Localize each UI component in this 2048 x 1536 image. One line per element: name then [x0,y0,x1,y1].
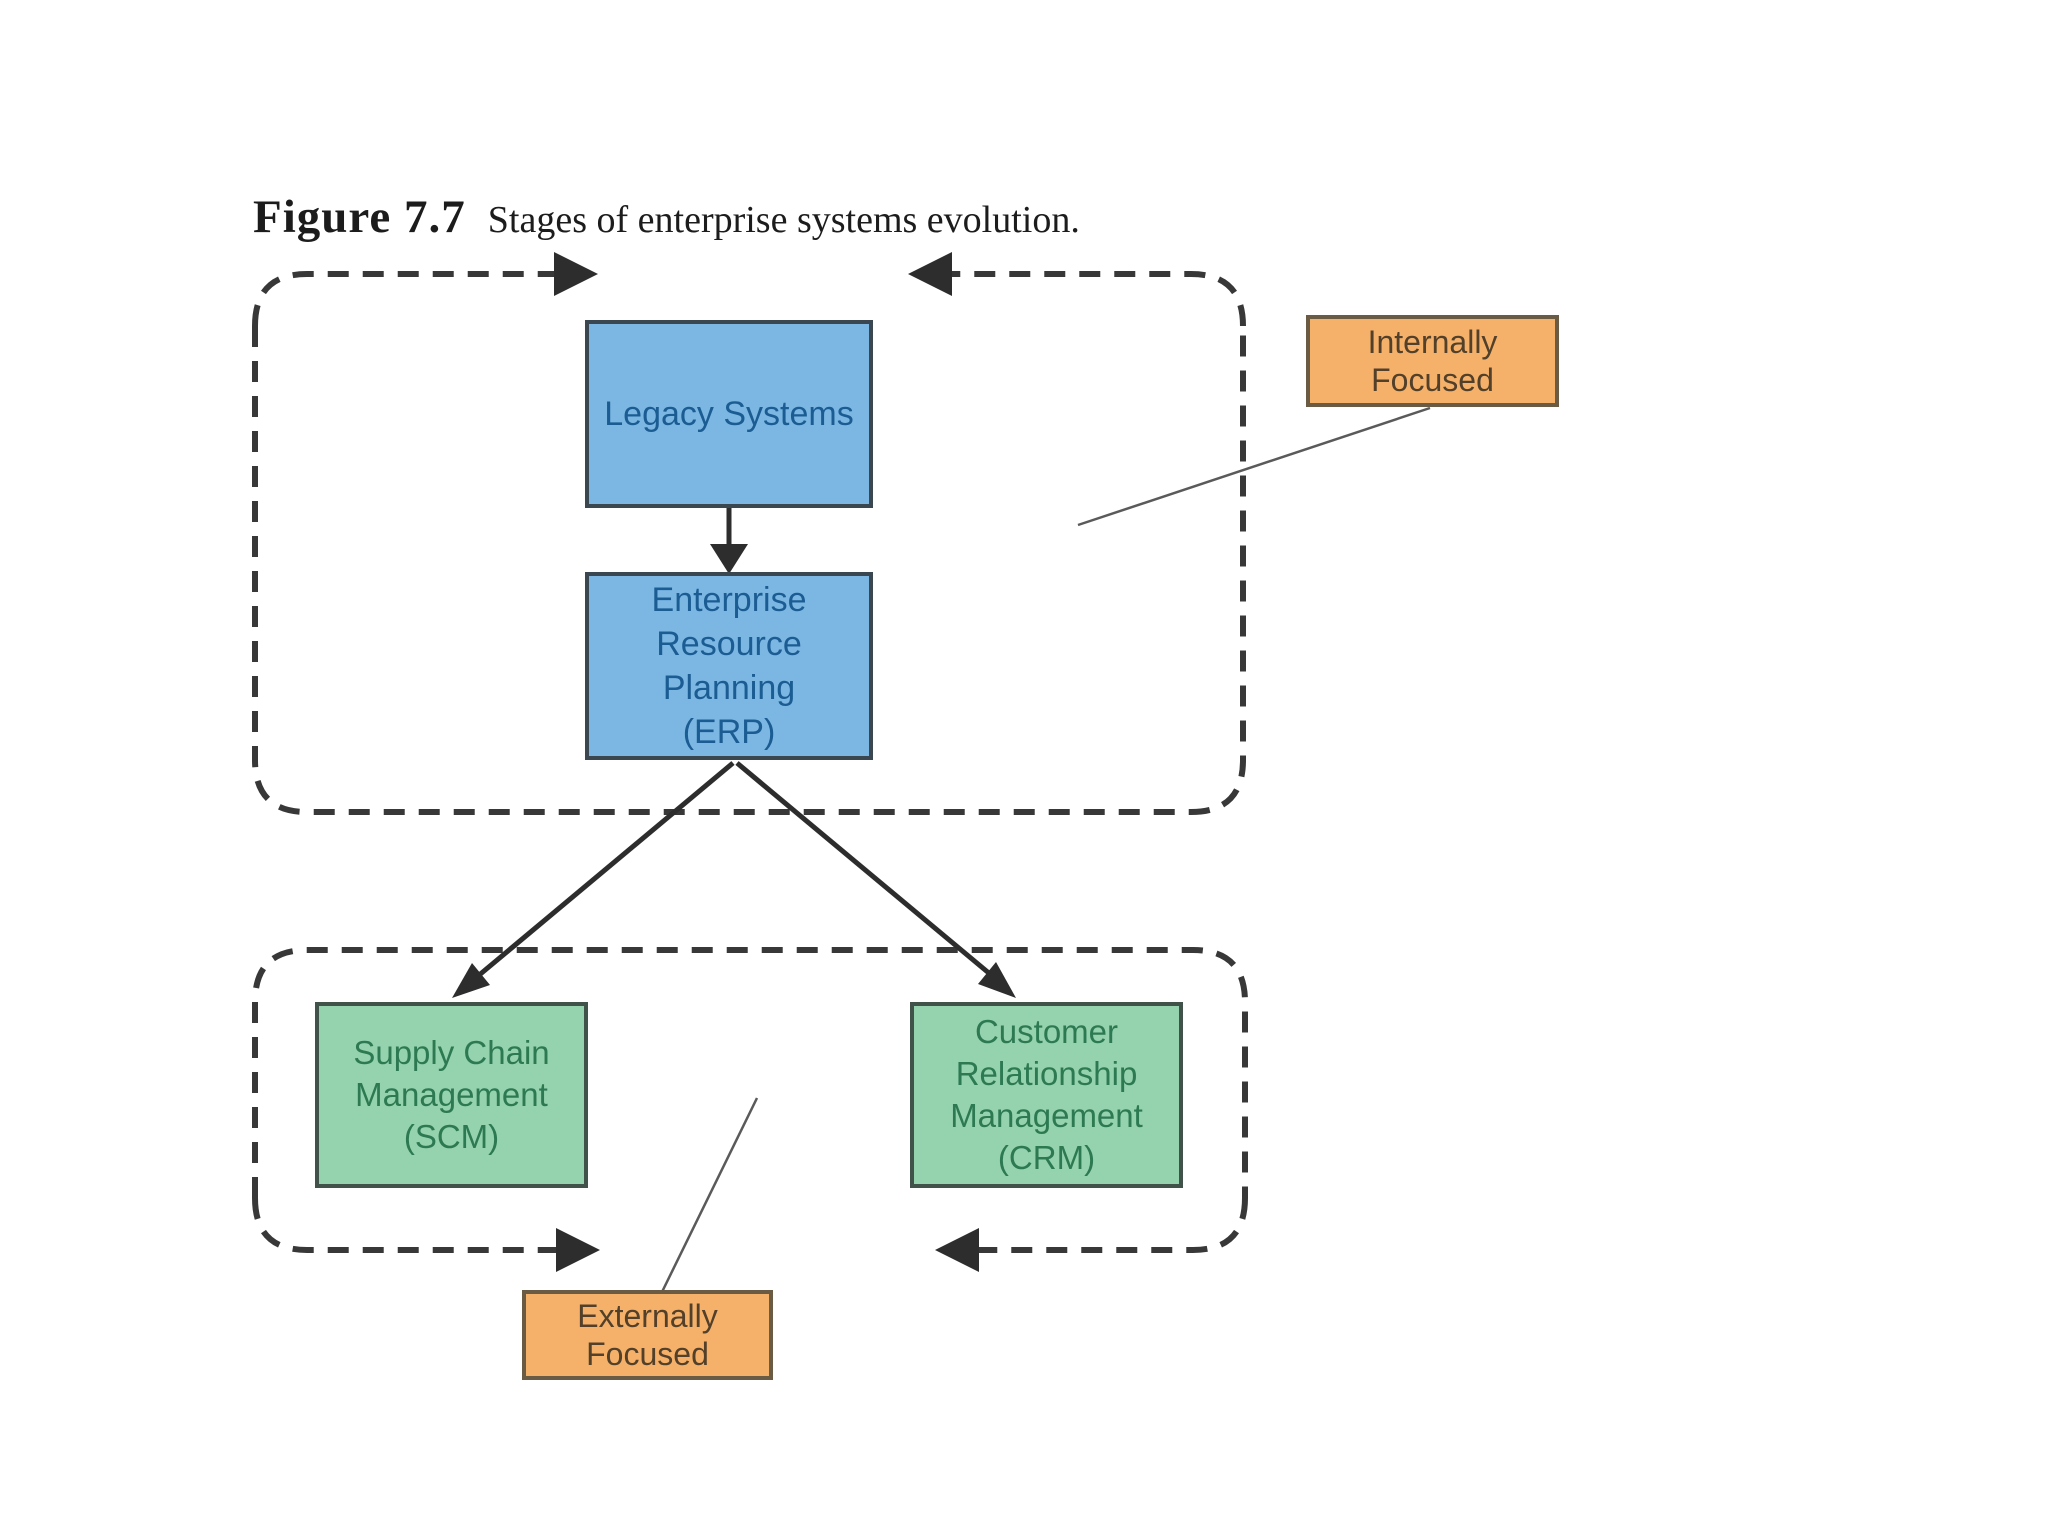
label-line: (CRM) [997,1139,1096,1176]
label-line: Focused [1371,362,1494,398]
externally-focused-label: Externally Focused [577,1297,718,1373]
internal-region-top-left-dashed-arrow [252,271,556,327]
internally-focused-box: Internally Focused [1306,315,1559,407]
erp-box: Enterprise Resource Planning (ERP) [585,572,873,760]
label-line: Customer [974,1013,1119,1050]
external-region-right-arrowhead-icon [935,1228,979,1272]
label-line: (ERP) [682,713,776,751]
internally-focused-label: Internally Focused [1368,323,1498,399]
label-line: (SCM) [403,1118,500,1155]
label-line: Externally [577,1298,718,1334]
erp-to-crm-arrowhead-icon [978,962,1016,998]
externally-focused-leader-line [660,1097,759,1293]
erp-to-scm-arrow [476,761,735,978]
internal-region-left-arrowhead-icon [554,252,598,296]
legacy-systems-label: Legacy Systems [604,392,853,436]
erp-to-scm-arrowhead-icon [452,963,490,998]
label-line: Management [355,1076,548,1113]
internal-region-right-arrowhead-icon [908,252,952,296]
label-line: Legacy Systems [604,395,854,433]
internal-region-boundary [252,326,1246,815]
crm-label: Customer Relationship Management (CRM) [950,1011,1143,1179]
label-line: Management [950,1097,1143,1134]
external-region-left-arrowhead-icon [556,1228,600,1272]
figure-number: Figure 7.7 [253,191,466,243]
label-line: Planning [662,669,796,707]
legacy-to-erp-arrowhead-icon [710,544,748,574]
legacy-systems-box: Legacy Systems [585,320,873,508]
scm-box: Supply Chain Management (SCM) [315,1002,588,1188]
crm-box: Customer Relationship Management (CRM) [910,1002,1183,1188]
scm-label: Supply Chain Management (SCM) [353,1032,549,1158]
label-line: Resource [656,625,802,663]
external-region-boundary [252,947,1248,1198]
erp-label: Enterprise Resource Planning (ERP) [652,578,807,754]
figure-title: Figure 7.7 Stages of enterprise systems e… [253,190,1080,244]
internal-region-top-right-dashed-arrow [950,271,1246,327]
external-region-bottom-left-dashed-arrow [252,1197,558,1253]
label-line: Relationship [955,1055,1138,1092]
label-line: Supply Chain [353,1034,550,1071]
erp-to-crm-arrow [735,761,992,976]
external-region-bottom-right-dashed-arrow [977,1197,1248,1253]
label-line: Focused [586,1336,709,1372]
externally-focused-box: Externally Focused [522,1290,773,1380]
label-line: Internally [1367,324,1498,360]
figure-caption: Stages of enterprise systems evolution. [487,199,1080,241]
internally-focused-leader-line [1077,406,1431,527]
label-line: Enterprise [651,581,807,619]
